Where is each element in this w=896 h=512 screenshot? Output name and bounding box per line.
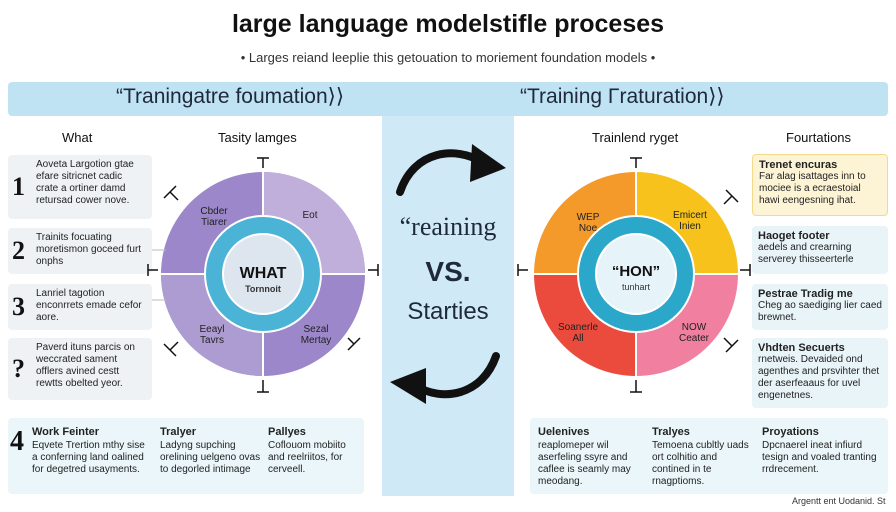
banner-left-label: “Traningatre foumation⟩⟩ <box>116 85 345 108</box>
center-label-reaining: “reaining <box>399 212 497 241</box>
bottom-cell: Tralyer Ladyng supching orelining uelgen… <box>160 426 264 476</box>
bottom-cell: Uelenives reaplomeper wil aserfeling ssy… <box>538 426 644 488</box>
cell-text: Ladyng supching orelining uelgeno ovas t… <box>160 440 261 475</box>
cell-text: Temoena cubltly uads ort colhitio and co… <box>652 440 749 487</box>
item-number: 1 <box>12 172 25 201</box>
item-text: Lanriel tagotion enconrrets emade cefor … <box>36 288 142 323</box>
footer-credit: Argentt ent Uodanid. St <box>792 496 886 506</box>
bottom-left-panel: 4 Work Feinter Eqvete Trertion mthy sise… <box>8 418 364 494</box>
item-number: 3 <box>12 292 25 321</box>
item-text: Trainits focuating moretismon goceed fur… <box>36 232 142 267</box>
right-item-1: Trenet encuras Far alag isattages inn to… <box>752 154 888 216</box>
center-label-vs: VS. <box>425 256 471 287</box>
wheel-center-sublabel: tunhart <box>622 282 651 292</box>
curved-arrow-bottom-icon <box>390 352 500 404</box>
left-connector-arrows <box>152 249 166 301</box>
cell-heading: Work Feinter <box>32 426 100 438</box>
left-item-3: 3 Lanriel tagotion enconrrets emade cefo… <box>8 284 152 330</box>
item-heading: Pestrae Tradig me <box>758 288 853 300</box>
cell-heading: Uelenives <box>538 426 590 438</box>
bottom-cell: Tralyes Temoena cubltly uads ort colhiti… <box>652 426 756 488</box>
wheel-center-label: WHAT <box>240 265 287 282</box>
item-number: ? <box>12 354 25 383</box>
quadrant-label-top-right: Eot <box>302 210 317 221</box>
item-number: 4 <box>10 426 24 457</box>
cell-text: Dpcnaerel ineat infiurd tesign and voale… <box>762 440 877 475</box>
item-text: Paverd ituns parcis on weccrated sament … <box>36 342 135 389</box>
page-title: large language modelstifle proceses <box>231 10 665 38</box>
curved-arrow-top-icon <box>396 144 506 196</box>
center-label-starties: Starties <box>407 298 489 325</box>
cell-heading: Tralyes <box>652 426 690 438</box>
cell-heading: Tralyer <box>160 426 197 438</box>
right-item-3: Pestrae Tradig me Cheg ao saediging lier… <box>752 284 888 330</box>
cell-heading: Proyations <box>762 426 819 438</box>
left-item-2: 2 Trainits focuating moretismon goceed f… <box>8 228 152 274</box>
right-item-2: Haoget footer aedels and crearning serve… <box>752 226 888 274</box>
item-text: aedels and crearning serverey thisseerte… <box>758 242 854 265</box>
item-text: Cheg ao saediging lier caed brewnet. <box>758 300 882 323</box>
left-item-1: 1 Aoveta Largotion gtae efare sitricnet … <box>8 155 152 219</box>
right-item-4: Vhdten Secuerts rnetweis. Devaided ond a… <box>752 338 888 408</box>
bottom-cell: Pallyes Coflouom mobiito and reelriitos,… <box>268 426 360 476</box>
banner-right-label: “Training Γraturation⟩⟩ <box>520 85 725 108</box>
cell-text: Eqvete Trertion mthy sise a conferning l… <box>32 440 145 475</box>
item-heading: Vhdten Secuerts <box>758 342 845 354</box>
left-item-4: ? Paverd ituns parcis on weccrated samen… <box>8 338 152 400</box>
wheel-center-label: “HON” <box>612 263 660 280</box>
cell-text: Coflouom mobiito and reelriitos, for cer… <box>268 440 346 475</box>
cell-text: reaplomeper wil aserfeling ssyre and caf… <box>538 440 631 487</box>
wheel-center <box>595 233 677 315</box>
column-header-foundations: Fourtations <box>786 130 852 145</box>
bottom-cell: Proyations Dpcnaerel ineat infiurd tesig… <box>762 426 884 476</box>
bottom-cell: Work Feinter Eqvete Trertion mthy sise a… <box>32 426 148 476</box>
item-heading: Trenet encuras <box>759 159 838 171</box>
section-banner <box>8 82 888 116</box>
page-subtitle: • Larges reiand leeplie this getouation … <box>240 50 656 65</box>
column-header-target: Trainlend ryget <box>592 130 679 145</box>
item-text: Aoveta Largotion gtae efare sitricnet ca… <box>36 159 134 206</box>
bottom-right-panel: Uelenives reaplomeper wil aserfeling ssy… <box>530 418 888 494</box>
item-text: Far alag isattages inn to mociee is a ec… <box>759 171 866 206</box>
wheel-center <box>222 233 304 315</box>
column-header-tasty: Tasity lamges <box>218 130 297 145</box>
item-number: 2 <box>12 236 25 265</box>
wheel-center-sublabel: Tornnoit <box>245 284 281 294</box>
column-header-what: What <box>62 130 93 145</box>
cell-heading: Pallyes <box>268 426 306 438</box>
item-text: rnetweis. Devaided ond agenthes and prsv… <box>758 354 880 401</box>
item-heading: Haoget footer <box>758 230 830 242</box>
